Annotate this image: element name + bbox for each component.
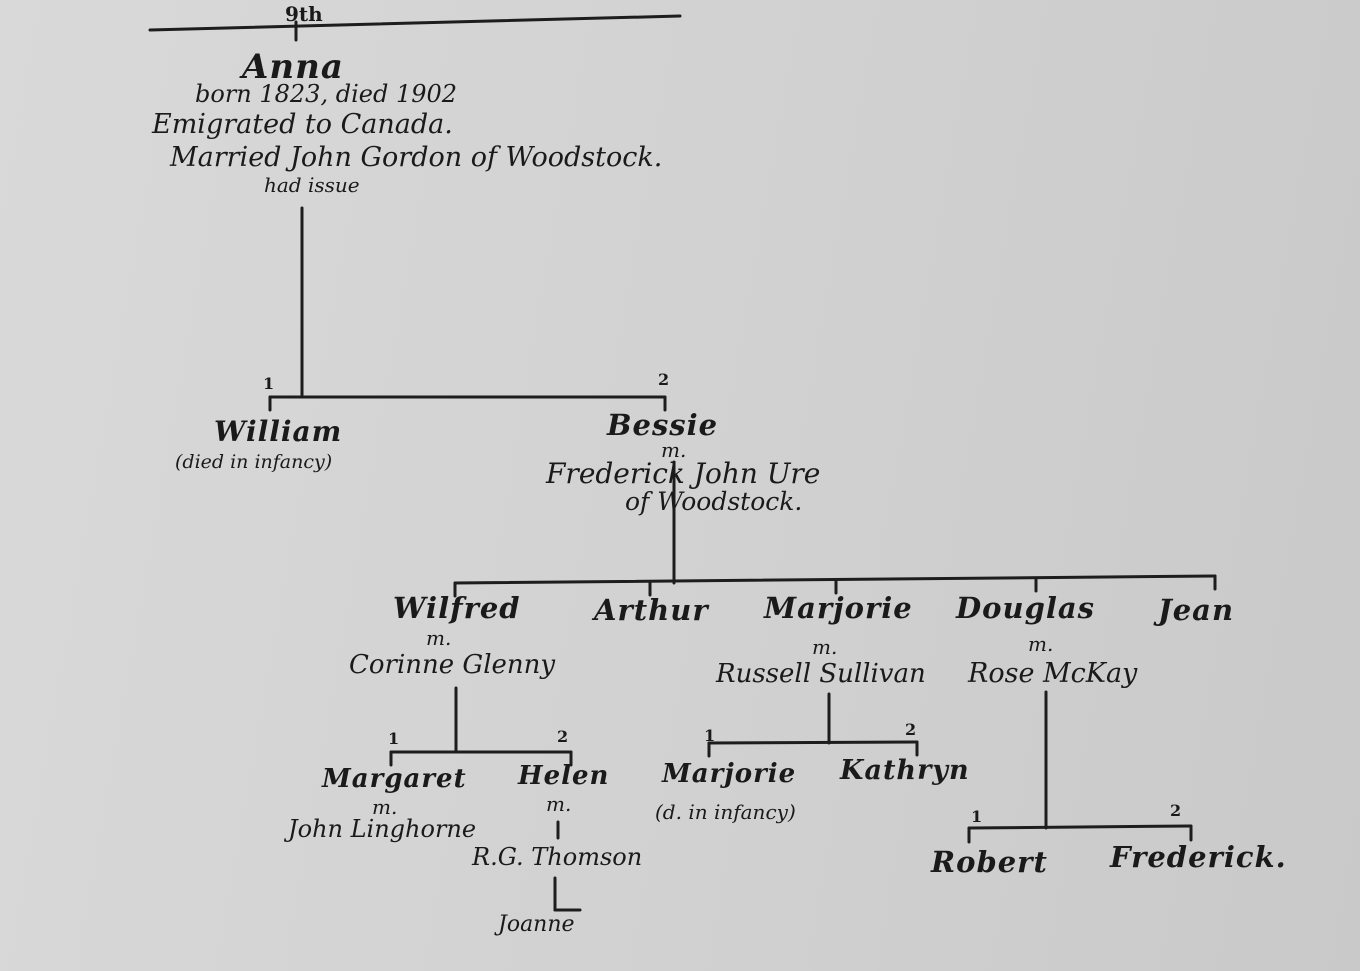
bessie-number: 2 — [658, 370, 670, 389]
helen-number: 2 — [557, 727, 569, 746]
william-number: 1 — [263, 374, 275, 393]
kathryn-name: Kathryn — [840, 755, 970, 786]
bessie-m: m. — [661, 438, 687, 462]
anna-dates: born 1823, died 1902 — [195, 80, 458, 108]
frederick-number: 2 — [1170, 801, 1182, 820]
kathryn-number: 2 — [905, 720, 917, 739]
marjorie-m: m. — [812, 635, 838, 659]
douglas-children-bar — [967, 824, 1193, 830]
helen-spouse: R.G. Thomson — [472, 843, 643, 871]
douglas-m: m. — [1028, 632, 1054, 656]
jean-name: Jean — [1158, 593, 1235, 627]
bessie-name: Bessie — [607, 408, 719, 442]
marjorie-name: Marjorie — [764, 591, 913, 625]
joanne-name: Joanne — [498, 912, 575, 937]
douglas-name: Douglas — [956, 591, 1095, 625]
marjorie2-number: 1 — [704, 726, 716, 745]
anna-issue: had issue — [264, 173, 360, 197]
anna-marriage: Married John Gordon of Woodstock. — [170, 142, 663, 173]
bessie-spouse-of: of Woodstock. — [625, 487, 803, 516]
bessie-spouse: Frederick John Ure — [546, 457, 821, 490]
anna-emigration: Emigrated to Canada. — [152, 109, 453, 140]
helen-m: m. — [546, 792, 572, 816]
robert-number: 1 — [971, 807, 983, 826]
margaret-name: Margaret — [322, 764, 467, 794]
anna-name: Anna — [242, 47, 344, 87]
marjorie-children-bar — [707, 740, 919, 745]
william-name: William — [214, 415, 343, 448]
wilfred-spouse: Corinne Glenny — [349, 650, 556, 680]
frederick-name: Frederick. — [1110, 840, 1287, 874]
margaret-number: 1 — [388, 729, 400, 748]
margaret-m: m. — [372, 795, 398, 819]
margaret-spouse: John Linghorne — [288, 815, 477, 843]
generation-label: 9th — [285, 2, 323, 26]
marjorie-spouse: Russell Sullivan — [716, 659, 926, 689]
marjorie2-note: (d. in infancy) — [655, 800, 796, 824]
william-note: (died in infancy) — [175, 451, 333, 473]
arthur-name: Arthur — [594, 593, 709, 627]
top-rule-line — [148, 14, 682, 32]
douglas-spouse: Rose McKay — [968, 658, 1138, 689]
marjorie2-name: Marjorie — [662, 759, 797, 789]
robert-name: Robert — [931, 845, 1048, 879]
wilfred-name: Wilfred — [393, 591, 521, 625]
wilfred-m: m. — [426, 626, 452, 650]
helen-name: Helen — [518, 761, 610, 791]
